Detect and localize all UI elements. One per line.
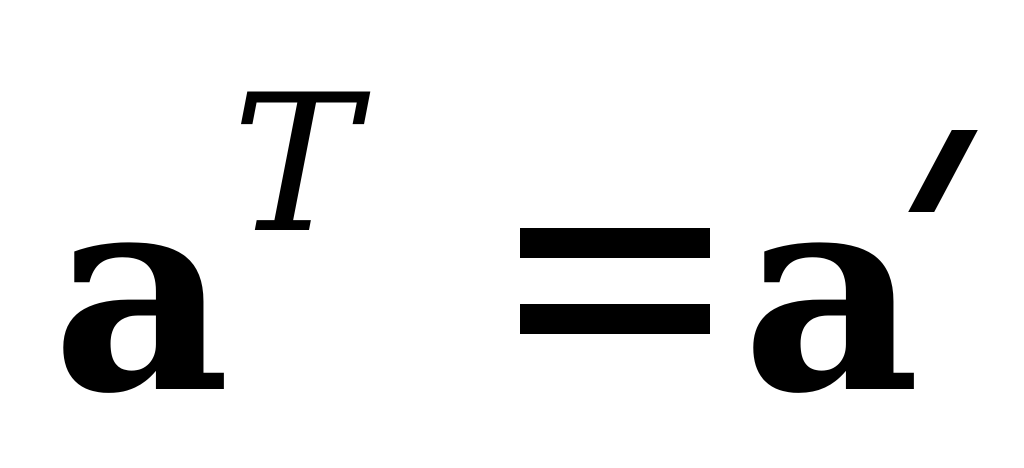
rhs-vector-a: a (742, 131, 921, 454)
equals-bar-top (520, 228, 710, 258)
equals-text: = (0, 0, 1, 1)
prime-text: ′ (0, 0, 1, 1)
lhs-vector-a: a (52, 131, 231, 454)
transpose-superscript: T (232, 54, 359, 275)
equals-bar-bottom (520, 304, 710, 334)
